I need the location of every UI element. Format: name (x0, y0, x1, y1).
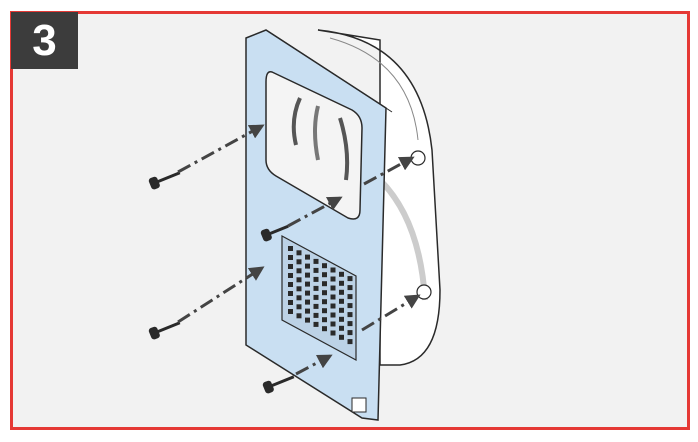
grille-hole (305, 254, 310, 260)
arrow-screw-3-plate (295, 354, 333, 376)
grille-hole (296, 295, 302, 301)
grille-hole (330, 276, 336, 282)
grille-hole (296, 268, 302, 274)
grille-hole (347, 330, 353, 336)
grille-hole (313, 303, 319, 309)
grille-hole (288, 264, 293, 269)
grille-hole (296, 286, 302, 292)
grille-hole (322, 263, 327, 269)
grille-hole (330, 294, 336, 300)
screw-2 (148, 321, 181, 340)
grille-hole (330, 330, 336, 336)
grille-hole (347, 312, 353, 318)
back-box (317, 29, 441, 366)
grille-hole (322, 281, 327, 287)
arrow-screw-2-plate (177, 266, 265, 324)
grille-hole (305, 308, 310, 314)
grille-hole (305, 290, 310, 296)
step-number-badge: 3 (11, 12, 78, 69)
screw-4 (260, 224, 289, 242)
grille-hole (313, 258, 319, 264)
grille-hole (339, 280, 344, 286)
grille-hole (288, 291, 293, 296)
arrow-to-box-bottom (361, 294, 421, 332)
box-screw-hole-bottom (416, 284, 432, 300)
grille-hole (322, 299, 327, 305)
grille-hole (296, 313, 302, 319)
grille-hole (322, 308, 327, 314)
grille-hole (330, 321, 336, 327)
grille-hole (305, 299, 310, 305)
speaker-grille-holes (288, 246, 353, 345)
grille-hole (330, 285, 336, 291)
grille-hole (313, 312, 319, 318)
plate-bottom-notch (351, 397, 367, 413)
grille-hole (296, 259, 302, 265)
grille-hole (339, 298, 344, 304)
grille-hole (305, 272, 310, 278)
grille-hole (288, 309, 293, 314)
grille-hole (288, 300, 293, 305)
grille-hole (296, 277, 302, 283)
grille-hole (347, 339, 353, 345)
grille-hole (322, 290, 327, 296)
grille-hole (339, 316, 344, 322)
grille-hole (322, 317, 327, 323)
grille-hole (313, 276, 319, 282)
grille-hole (288, 246, 293, 251)
grille-hole (313, 285, 319, 291)
grille-hole (322, 272, 327, 278)
grille-hole (305, 263, 310, 269)
arrow-to-box-top (363, 156, 415, 186)
grille-hole (305, 281, 310, 287)
arrow-screw-1-plate (177, 124, 265, 174)
box-screw-hole-top (410, 150, 426, 166)
grille-hole (322, 326, 327, 332)
grille-hole (313, 267, 319, 273)
speaker-grille (281, 234, 357, 362)
grille-hole (339, 271, 344, 277)
grille-hole (347, 285, 353, 291)
wall-plate (245, 29, 393, 421)
grille-hole (347, 321, 353, 327)
grille-hole (339, 334, 344, 340)
grille-hole (330, 267, 336, 273)
grille-hole (288, 282, 293, 287)
grille-hole (313, 294, 319, 300)
grille-hole (347, 294, 353, 300)
screw-1 (148, 171, 181, 190)
grille-hole (330, 303, 336, 309)
grille-hole (339, 307, 344, 313)
grille-hole (296, 250, 302, 256)
grille-hole (330, 312, 336, 318)
grille-hole (296, 304, 302, 310)
grille-hole (339, 289, 344, 295)
grille-hole (347, 276, 353, 282)
grille-hole (347, 303, 353, 309)
grille-hole (305, 317, 310, 323)
grille-hole (339, 325, 344, 331)
arrow-screw-4-plate (287, 196, 343, 228)
screw-3 (262, 375, 295, 394)
grille-hole (288, 255, 293, 260)
grille-hole (288, 273, 293, 278)
grille-hole (313, 321, 319, 327)
